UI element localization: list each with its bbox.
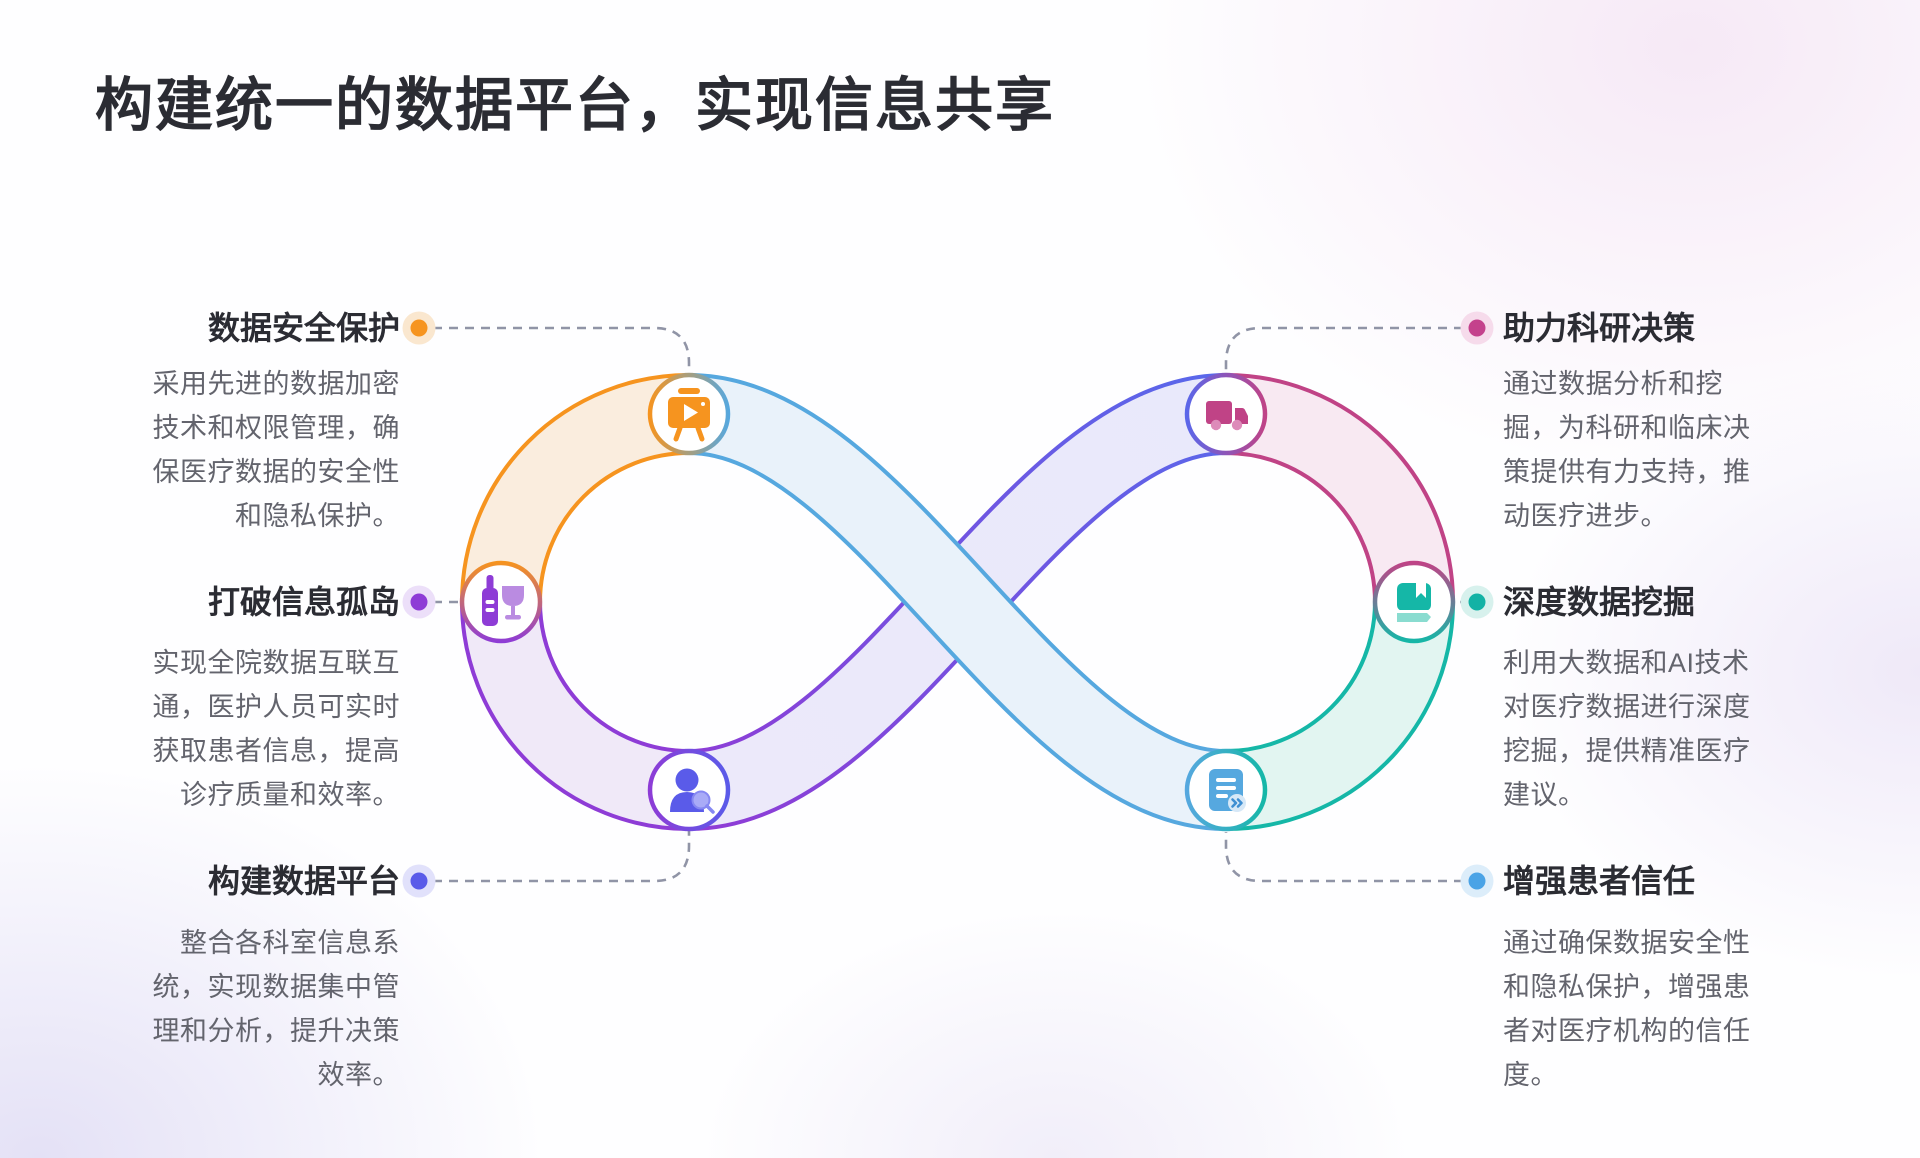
bullet-dot-research: [1468, 319, 1486, 337]
item-description: 整合各科室信息系 统，实现数据集中管 理和分析，提升决策 效率。: [152, 928, 400, 1090]
infinity-ribbon: [460, 373, 1455, 831]
item-bullets: [402, 311, 1494, 898]
ribbon-segment-orange-fill: [464, 377, 690, 603]
bullet-dot-patient-trust: [1468, 872, 1486, 890]
connector-line-data-security: [433, 326, 691, 374]
bullet-dot-info-silo: [410, 593, 428, 611]
item-description: 通过确保数据安全性 和隐私保护，增强患 者对医疗机构的信任 度。: [1503, 928, 1751, 1090]
item-data-security: 数据安全保护: [70, 307, 400, 349]
connector-line-data-platform: [433, 831, 691, 883]
item-description: 利用大数据和AI技术 对医疗数据进行深度 挖掘，提供精准医疗 建议。: [1503, 648, 1751, 810]
item-patient-trust: 增强患者信任: [1503, 860, 1803, 902]
ribbon-segment-magenta-fill: [1225, 377, 1451, 603]
item-title: 助力科研决策: [1503, 310, 1696, 346]
bullet-dot-data-mining: [1468, 593, 1486, 611]
item-data-mining: 深度数据挖掘: [1503, 581, 1803, 623]
delivery-truck-icon: [1206, 401, 1248, 431]
bullet-dot-data-platform: [410, 872, 428, 890]
item-description: 采用先进的数据加密 技术和权限管理，确 保医疗数据的安全性 和隐私保护。: [152, 369, 400, 531]
document-share-icon: [1209, 769, 1246, 812]
connector-line-patient-trust: [1224, 832, 1463, 883]
connector-line-research: [1224, 326, 1463, 374]
item-research-body: 通过数据分析和挖 掘，为科研和临床决 策提供有力支持，推 动医疗进步。: [1503, 362, 1803, 538]
presentation-play-icon: [668, 388, 710, 442]
item-data-platform: 构建数据平台: [70, 860, 400, 902]
item-info-silo-body: 实现全院数据互联互 通，医护人员可实时 获取患者信息，提高 诊疗质量和效率。: [70, 641, 400, 817]
book-icon: [1397, 583, 1431, 622]
wine-bottle-glass-icon: [482, 575, 524, 626]
item-title: 深度数据挖掘: [1503, 584, 1696, 620]
ribbon-segment-teal-fill: [1225, 601, 1451, 827]
item-description: 实现全院数据互联互 通，医护人员可实时 获取患者信息，提高 诊疗质量和效率。: [152, 648, 400, 810]
item-description: 通过数据分析和挖 掘，为科研和临床决 策提供有力支持，推 动医疗进步。: [1503, 369, 1751, 531]
item-data-platform-body: 整合各科室信息系 统，实现数据集中管 理和分析，提升决策 效率。: [70, 921, 400, 1097]
ribbon-segment-blue-fill: [687, 377, 1228, 827]
item-patient-trust-body: 通过确保数据安全性 和隐私保护，增强患 者对医疗机构的信任 度。: [1503, 921, 1803, 1097]
page-title: 构建统一的数据平台，实现信息共享: [95, 73, 1056, 138]
item-research: 助力科研决策: [1503, 307, 1803, 349]
node-circle-wine: [459, 560, 543, 644]
item-title: 构建数据平台: [207, 863, 400, 899]
item-title: 数据安全保护: [207, 310, 400, 346]
item-info-silo: 打破信息孤岛: [70, 581, 400, 623]
ribbon-segment-purple-fill: [464, 601, 690, 827]
bullet-dot-data-security: [410, 319, 428, 337]
person-search-icon: [670, 768, 715, 814]
item-title: 打破信息孤岛: [207, 584, 400, 620]
item-data-security-body: 采用先进的数据加密 技术和权限管理，确 保医疗数据的安全性 和隐私保护。: [70, 362, 400, 538]
diagram-nodes: [459, 372, 1456, 832]
item-title: 增强患者信任: [1503, 863, 1696, 899]
item-data-mining-body: 利用大数据和AI技术 对医疗数据进行深度 挖掘，提供精准医疗 建议。: [1503, 641, 1803, 817]
